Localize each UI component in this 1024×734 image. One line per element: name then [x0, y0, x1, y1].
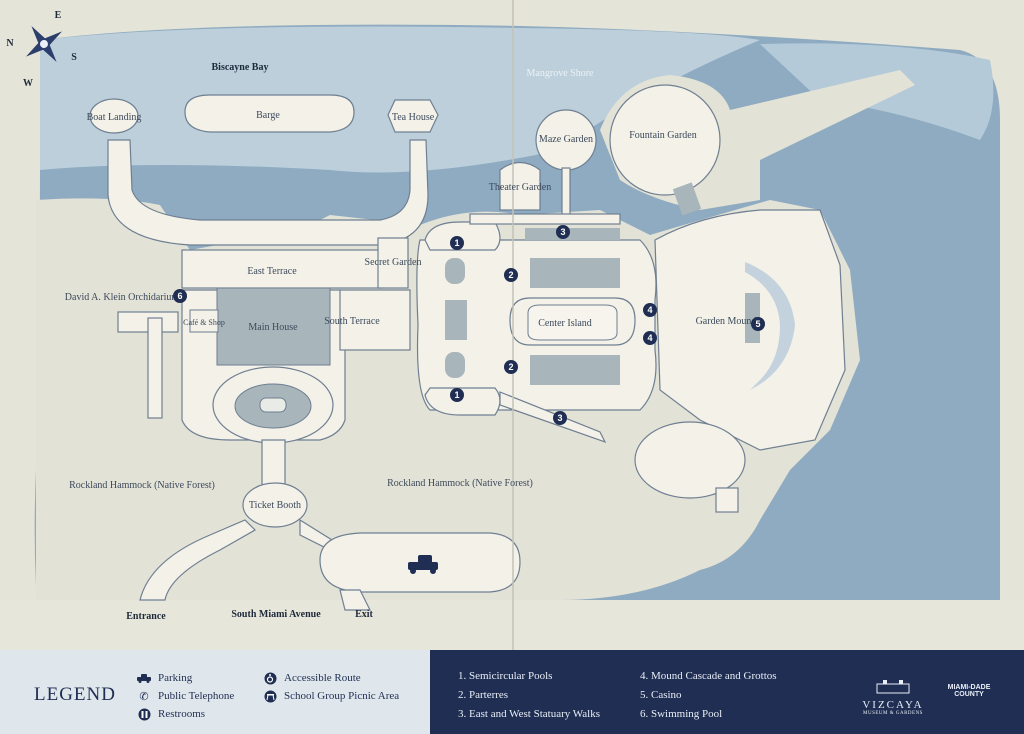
label-cafe: Café & Shop	[183, 318, 225, 327]
svg-text:1: 1	[454, 238, 459, 248]
svg-text:1: 1	[454, 390, 459, 400]
legend-title: LEGEND	[34, 684, 116, 705]
label-main-house: Main House	[248, 322, 298, 333]
car-icon	[136, 672, 152, 684]
marker-2-north[interactable]: 2	[504, 268, 518, 282]
label-entrance: Entrance	[126, 611, 166, 622]
key-6: 6. Swimming Pool	[640, 708, 723, 720]
label-secret-garden: Secret Garden	[365, 257, 422, 268]
legend-restrooms: Restrooms	[136, 708, 205, 720]
label-biscayne-bay: Biscayne Bay	[212, 62, 269, 73]
marker-1-north[interactable]: 1	[450, 236, 464, 250]
key-1: 1. Semicircular Pools	[458, 670, 553, 682]
label-hammock-west: Rockland Hammock (Native Forest)	[69, 480, 215, 491]
compass-e: E	[55, 10, 62, 21]
label-mangrove-shore: Mangrove Shore	[527, 68, 594, 79]
label-fountain-garden: Fountain Garden	[629, 130, 697, 141]
svg-text:6: 6	[177, 291, 182, 301]
marker-1-south[interactable]: 1	[450, 388, 464, 402]
label-east-terrace: East Terrace	[247, 266, 297, 277]
wheelchair-icon	[262, 672, 278, 684]
svg-text:2: 2	[508, 362, 513, 372]
estate-map: N S W E Biscayne Bay Mangrove Shore Boat…	[0, 0, 1024, 650]
legend-telephone: ✆ Public Telephone	[136, 690, 234, 703]
marker-3-south[interactable]: 3	[553, 411, 567, 425]
label-garden-mound: Garden Mound	[696, 316, 757, 327]
marker-4-south[interactable]: 4	[643, 331, 657, 345]
vizcaya-logo: VIZCAYA MUSEUM & GARDENS	[860, 678, 926, 716]
vizcaya-building-icon	[876, 680, 910, 694]
mound-basin	[745, 262, 795, 390]
label-maze-garden: Maze Garden	[539, 134, 593, 145]
legend-parking: Parking	[136, 672, 192, 684]
legend-key: 1. Semicircular Pools 2. Parterres 3. Ea…	[430, 650, 1024, 734]
svg-text:4: 4	[647, 333, 652, 343]
street-strip	[0, 600, 1024, 650]
key-3: 3. East and West Statuary Walks	[458, 708, 601, 720]
svg-text:5: 5	[755, 319, 760, 329]
label-tea-house: Tea House	[392, 112, 435, 123]
restroom-icon	[136, 708, 152, 720]
legend-symbols: LEGEND Parking ✆ Public Telephone Restro…	[0, 650, 430, 734]
compass-n: N	[6, 38, 14, 49]
key-4: 4. Mound Cascade and Grottos	[640, 670, 777, 682]
courtyard-pool	[259, 397, 287, 413]
legend-accessible: Accessible Route	[262, 672, 361, 684]
main-house-building	[216, 287, 331, 366]
marker-6[interactable]: 6	[173, 289, 187, 303]
marker-4-north[interactable]: 4	[643, 303, 657, 317]
svg-text:3: 3	[557, 413, 562, 423]
key-2: 2. Parterres	[458, 689, 509, 701]
telephone-icon: ✆	[139, 690, 149, 703]
legend-picnic: School Group Picnic Area	[262, 690, 399, 702]
label-hammock-east: Rockland Hammock (Native Forest)	[387, 478, 533, 489]
key-5: 5. Casino	[640, 689, 682, 701]
label-barge: Barge	[256, 110, 280, 121]
svg-text:4: 4	[647, 305, 652, 315]
label-ticket-booth: Ticket Booth	[249, 500, 301, 511]
parterre-beds	[445, 182, 760, 385]
svg-text:3: 3	[560, 227, 565, 237]
label-exit: Exit	[355, 609, 373, 620]
legend-panel: LEGEND Parking ✆ Public Telephone Restro…	[0, 650, 1024, 734]
label-south-miami-avenue: South Miami Avenue	[231, 609, 321, 620]
label-boat-landing: Boat Landing	[87, 112, 142, 123]
compass-s: S	[71, 52, 77, 63]
marker-3-north[interactable]: 3	[556, 225, 570, 239]
label-center-island: Center Island	[538, 318, 592, 329]
compass-w: W	[23, 78, 33, 89]
center-island-inner	[527, 304, 618, 341]
marker-5[interactable]: 5	[751, 317, 765, 331]
parking-car-icon	[408, 555, 438, 574]
marker-2-south[interactable]: 2	[504, 360, 518, 374]
miami-dade-logo: MIAMI-DADE COUNTY	[947, 684, 991, 698]
label-theater-garden: Theater Garden	[489, 182, 551, 193]
compass-rose	[25, 25, 63, 63]
label-south-terrace: South Terrace	[324, 316, 380, 327]
picnic-icon	[262, 690, 278, 702]
label-orchidarium: David A. Klein Orchidarium	[65, 292, 180, 303]
svg-text:2: 2	[508, 270, 513, 280]
cafe-building	[189, 309, 219, 333]
